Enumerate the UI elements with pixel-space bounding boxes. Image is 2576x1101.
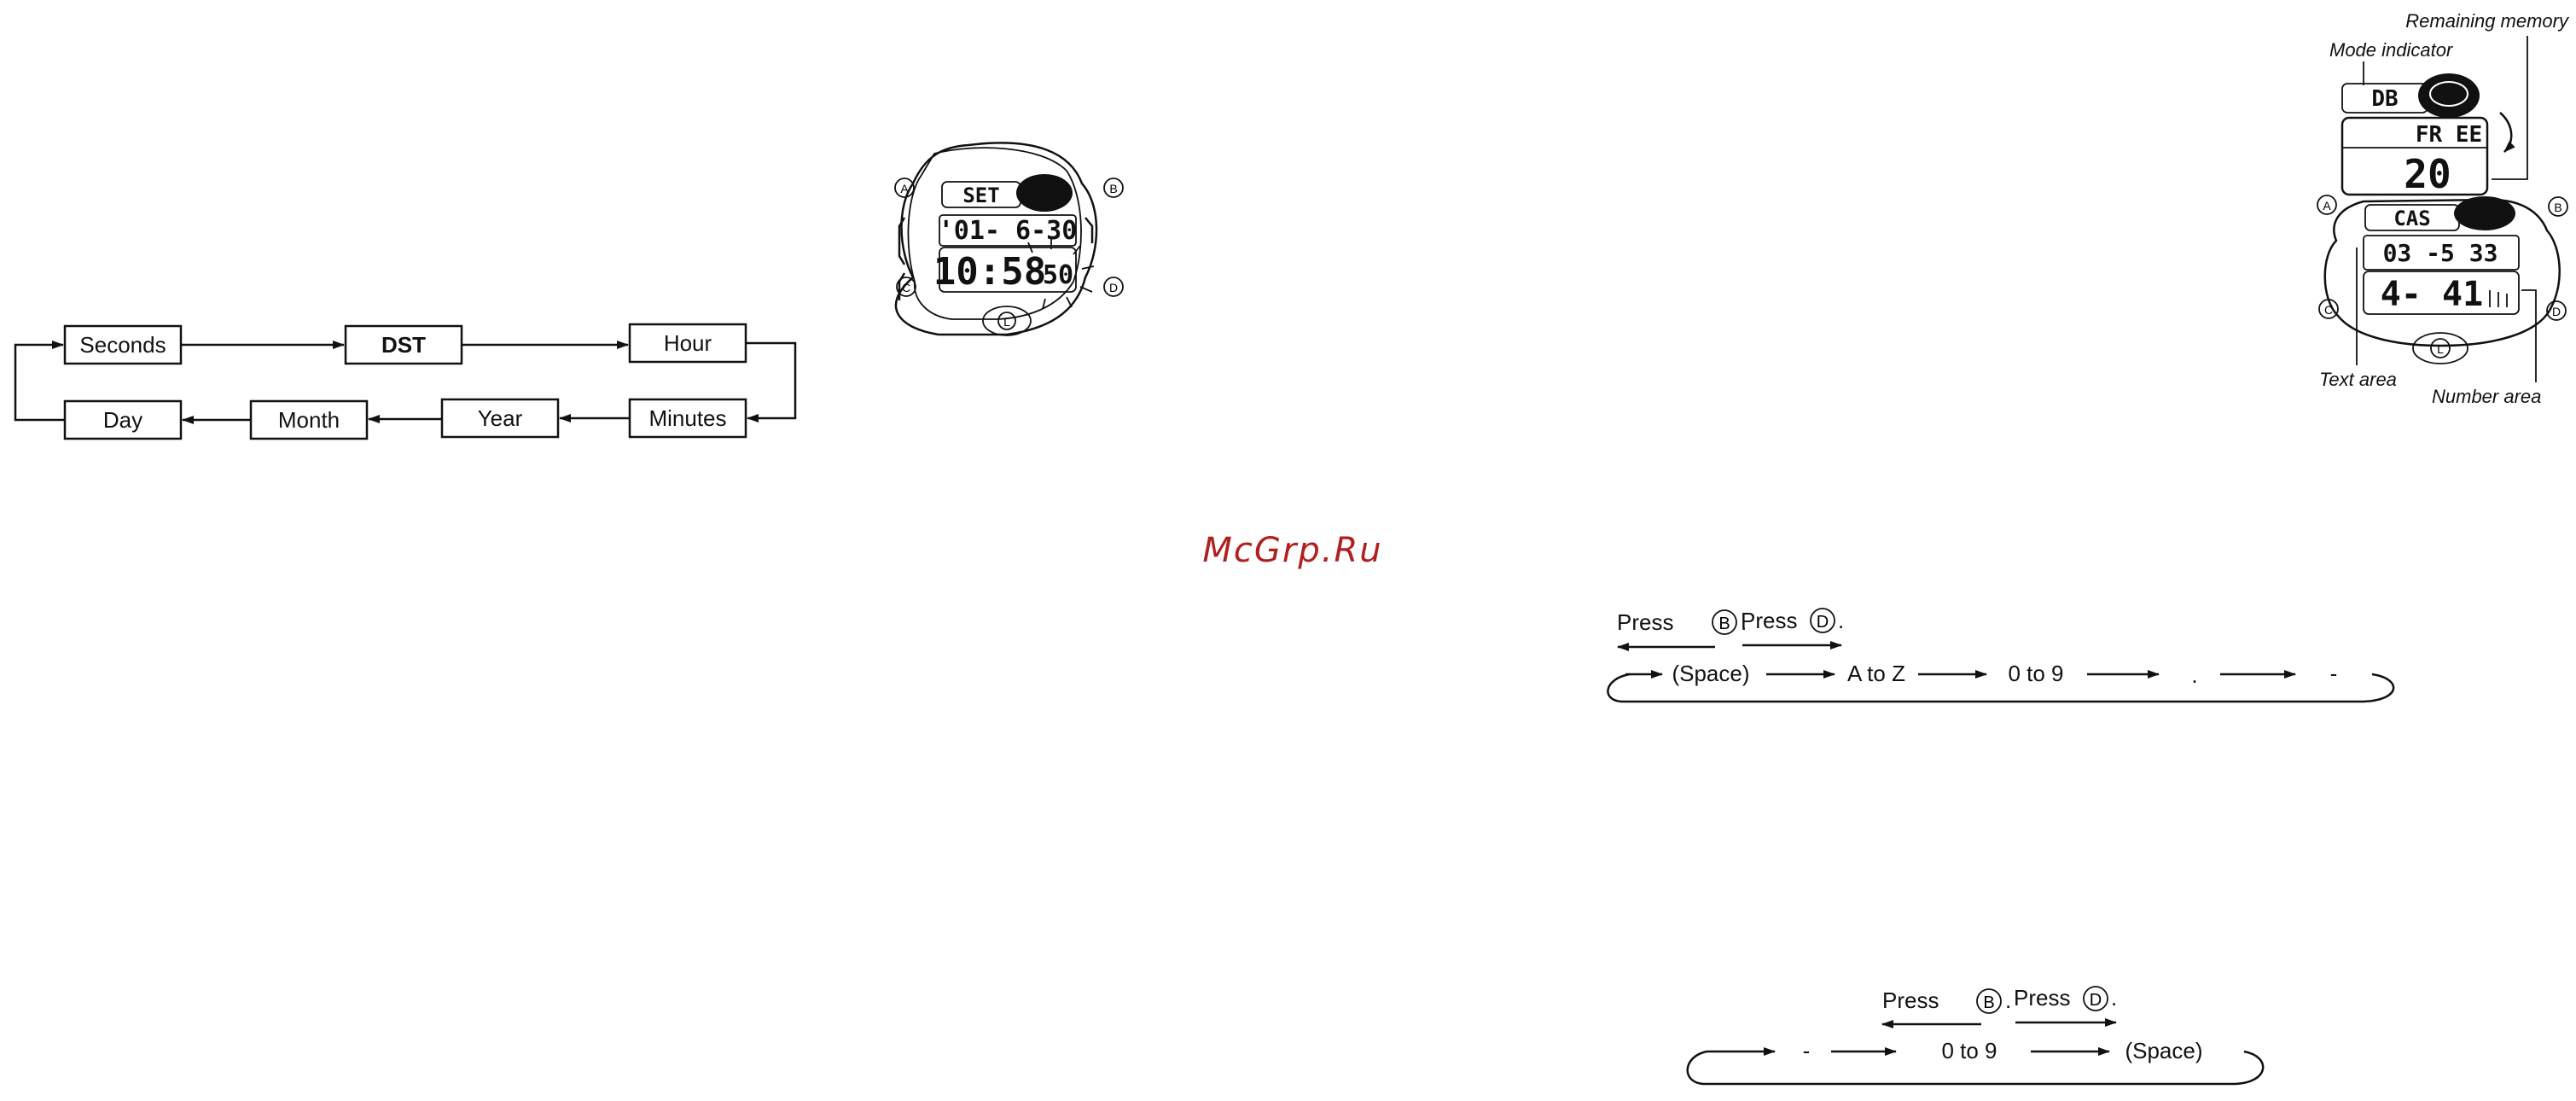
flow-label-year: Year	[478, 405, 523, 431]
button-d-key-label: D	[1817, 613, 1829, 632]
callout-text-area: Text area	[2319, 369, 2397, 390]
cycle-item-period: .	[2191, 662, 2197, 688]
button-a-label: A	[2323, 199, 2331, 213]
flow-arrow	[746, 343, 795, 418]
cycle-item-dash: -	[1803, 1038, 1811, 1063]
callout-line-number	[2521, 290, 2536, 382]
watch-logo-blob	[1016, 174, 1073, 212]
button-c-label: C	[2324, 303, 2333, 317]
cycle-item-space: (Space)	[1672, 661, 1749, 686]
number-ticks-icon	[2490, 290, 2507, 307]
cycle-item-dash: -	[2330, 661, 2338, 686]
callout-line-memory	[2492, 36, 2527, 179]
character-cycle-2: Press B . Press D . - 0 to 9 (Space)	[1688, 985, 2264, 1084]
button-b-key-label: B	[1983, 993, 1994, 1012]
press-d-label: Press	[2014, 985, 2070, 1011]
cycle-item-space: (Space)	[2125, 1038, 2202, 1063]
flow-label-dst: DST	[381, 332, 426, 358]
button-b-label: B	[2554, 201, 2561, 214]
button-b-label: B	[1109, 182, 1117, 195]
flow-label-month: Month	[278, 407, 340, 433]
watch-mode-text: SET	[962, 184, 999, 207]
press-d-label: Press	[1741, 608, 1797, 633]
callout-number-area: Number area	[2432, 386, 2541, 407]
watch-seconds-text: 50	[1043, 260, 1073, 290]
text-line-text: 03 -5 33	[2383, 239, 2498, 267]
light-button-label: L	[2437, 342, 2444, 356]
cycle-item-digits: 0 to 9	[1941, 1038, 1997, 1063]
button-b-key-label: B	[1718, 615, 1730, 633]
flow-label-day: Day	[103, 407, 142, 433]
character-cycle-1: Press B . Press D . (Space) A to Z 0 to …	[1608, 608, 2393, 702]
mode-indicator-text: DB	[2371, 86, 2398, 112]
cycle-item-letters: A to Z	[1847, 661, 1905, 686]
cycle-item-digits: 0 to 9	[2008, 661, 2063, 686]
flow-label-seconds: Seconds	[79, 332, 166, 358]
press-b-label: Press	[1617, 609, 1673, 635]
press-d-period: .	[1838, 608, 1844, 633]
button-d-label: D	[2552, 305, 2561, 318]
watch-logo-blob	[2454, 196, 2515, 230]
button-d-key-label: D	[2090, 991, 2102, 1010]
press-b-label: Press	[1882, 987, 1939, 1013]
watch-logo-blob	[2418, 73, 2480, 118]
watch-date-text: '01- 6-30	[939, 216, 1078, 246]
press-b-period: .	[2005, 987, 2011, 1013]
free-label-text: FR EE	[2416, 122, 2482, 148]
free-count-text: 20	[2404, 151, 2451, 197]
setting-sequence-diagram: Seconds DST Hour Minutes Year Month Day	[15, 324, 795, 439]
watermark: McGrp.Ru	[1202, 531, 1382, 570]
button-c-label: C	[902, 281, 910, 294]
watch-case	[2325, 200, 2560, 346]
press-d-period: .	[2111, 985, 2117, 1011]
flow-label-hour: Hour	[664, 330, 712, 356]
watch-button-b[interactable]	[1085, 218, 1092, 243]
button-d-label: D	[1109, 281, 1118, 294]
light-button-label: L	[1003, 315, 1010, 329]
number-line-text: 4- 41	[2381, 275, 2483, 314]
flow-label-minutes: Minutes	[648, 405, 726, 431]
watch-mode2-text: CAS	[2393, 207, 2430, 230]
callout-remaining-memory: Remaining memory	[2405, 10, 2570, 32]
watch-time-text: 10:58	[933, 250, 1046, 294]
button-a-label: A	[900, 182, 909, 195]
flow-arrow	[15, 345, 65, 420]
callout-mode-indicator: Mode indicator	[2329, 39, 2454, 61]
watch-set-illustration: SET '01- 6-30 10:58 50 L A B C D	[895, 143, 1123, 335]
switch-arrow-icon	[2500, 113, 2511, 152]
watch-databank-illustration: Remaining memory Mode indicator DB FR EE…	[2317, 10, 2570, 407]
